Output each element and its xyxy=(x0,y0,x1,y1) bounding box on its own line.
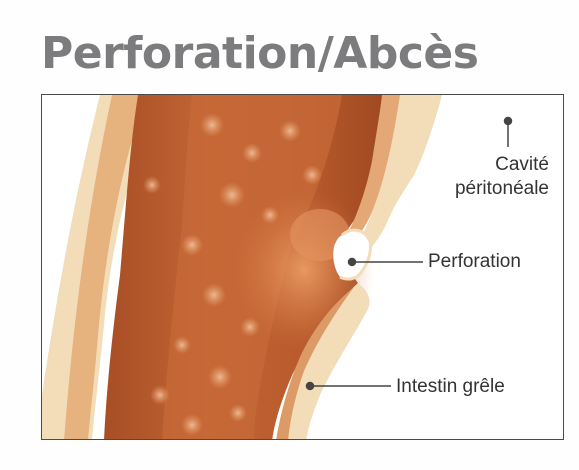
label-intestin-grele: Intestin grêle xyxy=(396,375,505,399)
page-title: Perforation/Abcès xyxy=(41,24,478,84)
illustration-frame: Cavité péritonéale Perforation Intestin … xyxy=(41,94,564,440)
label-cavite-peritoneale: Cavité péritonéale xyxy=(455,153,549,201)
label-perforation: Perforation xyxy=(428,250,521,274)
